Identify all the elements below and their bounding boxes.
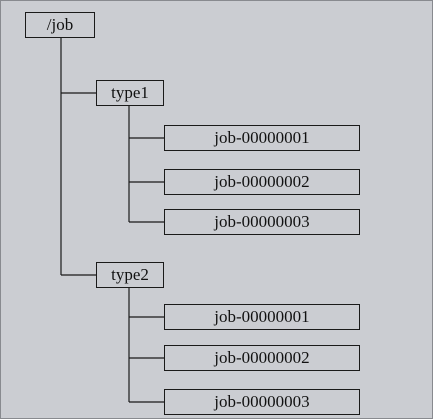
node-type1-job-2: job-00000002 [164, 169, 360, 195]
node-type1: type1 [96, 80, 164, 106]
node-type2: type2 [96, 262, 164, 288]
node-root: /job [25, 12, 95, 38]
node-type2-job-3: job-00000003 [164, 389, 360, 415]
node-type1-job-3: job-00000003 [164, 209, 360, 235]
node-type2-job-1: job-00000001 [164, 304, 360, 330]
node-type2-job-2: job-00000002 [164, 345, 360, 371]
node-type1-job-1: job-00000001 [164, 125, 360, 151]
